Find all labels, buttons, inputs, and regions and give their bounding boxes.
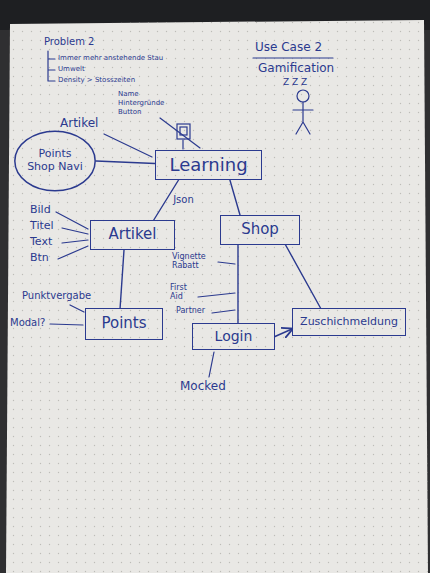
leader-line bbox=[104, 134, 152, 157]
note-label: Button bbox=[118, 108, 141, 116]
note-label: First Aid bbox=[170, 283, 196, 301]
node-text: Learning bbox=[169, 155, 247, 176]
paper bbox=[6, 20, 428, 573]
node-text: Points bbox=[101, 315, 146, 332]
node-text: Zuschichmeldung bbox=[300, 316, 398, 329]
note-label: Use Case 2 bbox=[255, 41, 322, 55]
process-box: Points bbox=[85, 308, 163, 340]
edge-label: Json bbox=[171, 194, 196, 206]
leader-lines bbox=[50, 305, 84, 325]
note-label: Partner bbox=[176, 306, 205, 315]
connector bbox=[237, 245, 238, 323]
note-label: Name bbox=[118, 90, 139, 98]
sketch-lines bbox=[48, 51, 333, 377]
node-text: Shop Navi bbox=[27, 161, 83, 174]
stick-figure-head bbox=[297, 90, 309, 102]
leader-line bbox=[209, 352, 214, 377]
process-box: Shop bbox=[220, 215, 300, 245]
process-box: Zuschichmeldung bbox=[292, 308, 406, 336]
note-label: Hintergründe bbox=[118, 99, 164, 107]
stick-figure-body bbox=[293, 102, 313, 134]
note-label: Artikel bbox=[60, 117, 98, 131]
note-label: Umwelt bbox=[58, 65, 85, 73]
bullet-arrows bbox=[48, 51, 55, 81]
node-text: Shop bbox=[241, 221, 279, 238]
note-label: Titel bbox=[30, 220, 54, 233]
note-label: Immer mehr anstehende Stau bbox=[58, 54, 163, 62]
note-label: Vignette Rabatt bbox=[172, 252, 216, 270]
leader-line bbox=[182, 140, 183, 149]
node-text: Points bbox=[38, 148, 71, 161]
dot-grid bbox=[6, 20, 428, 573]
note-label: Problem 2 bbox=[44, 36, 94, 48]
note-label: Gamification bbox=[258, 62, 334, 76]
leader-lines bbox=[56, 212, 88, 259]
note-label: Mocked bbox=[180, 380, 226, 394]
note-label: Z Z Z bbox=[283, 77, 307, 87]
connector bbox=[286, 245, 321, 308]
connector bbox=[120, 250, 124, 308]
node-text: Artikel bbox=[108, 226, 156, 243]
note-label: Density > Stosszeiten bbox=[58, 76, 135, 84]
note-label: Modal? bbox=[10, 317, 45, 329]
note-label: Text bbox=[30, 236, 52, 249]
note-label: Btn bbox=[30, 252, 49, 265]
node-text: Login bbox=[215, 328, 253, 344]
note-label: Bild bbox=[30, 204, 51, 217]
leader-line bbox=[160, 118, 200, 148]
leader-lines bbox=[198, 262, 235, 313]
connector bbox=[96, 161, 155, 164]
process-box: Login bbox=[192, 323, 275, 350]
underline bbox=[253, 57, 333, 58]
process-box: Learning bbox=[155, 150, 262, 180]
connector bbox=[275, 329, 292, 337]
note-label: Punktvergabe bbox=[22, 290, 91, 302]
process-box: Artikel bbox=[90, 220, 175, 250]
circle-note: PointsShop Navi bbox=[14, 130, 96, 192]
connector bbox=[230, 180, 240, 215]
